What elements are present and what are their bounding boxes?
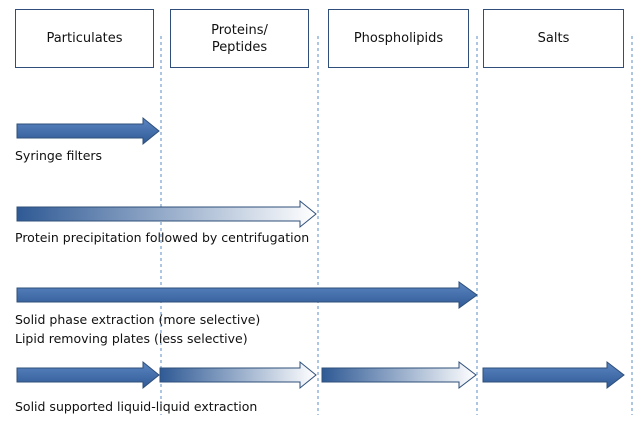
solid-phase-extraction-label: Solid phase extraction (more selective) xyxy=(15,312,261,327)
slle-label: Solid supported liquid-liquid extraction xyxy=(15,399,258,414)
lipid-removing-plates-label: Lipid removing plates (less selective) xyxy=(15,331,248,346)
column-header-proteins-peptides: Proteins/ Peptides xyxy=(170,9,309,68)
column-header-phospholipids: Phospholipids xyxy=(328,9,469,68)
column-header-salts: Salts xyxy=(483,9,624,68)
protein-precipitation-arrow xyxy=(16,199,317,229)
slle-arrow-segment-3 xyxy=(321,360,477,390)
syringe-filters-label: Syringe filters xyxy=(15,148,103,163)
column-header-particulates: Particulates xyxy=(15,9,154,68)
slle-arrow-segment-2 xyxy=(159,360,317,390)
slle-arrow-segment-1 xyxy=(16,360,160,390)
syringe-filters-arrow xyxy=(16,116,160,146)
solid-phase-extraction-arrow xyxy=(16,281,478,309)
slle-arrow-segment-4 xyxy=(482,360,625,390)
protein-precipitation-label: Protein precipitation followed by centri… xyxy=(15,230,310,245)
